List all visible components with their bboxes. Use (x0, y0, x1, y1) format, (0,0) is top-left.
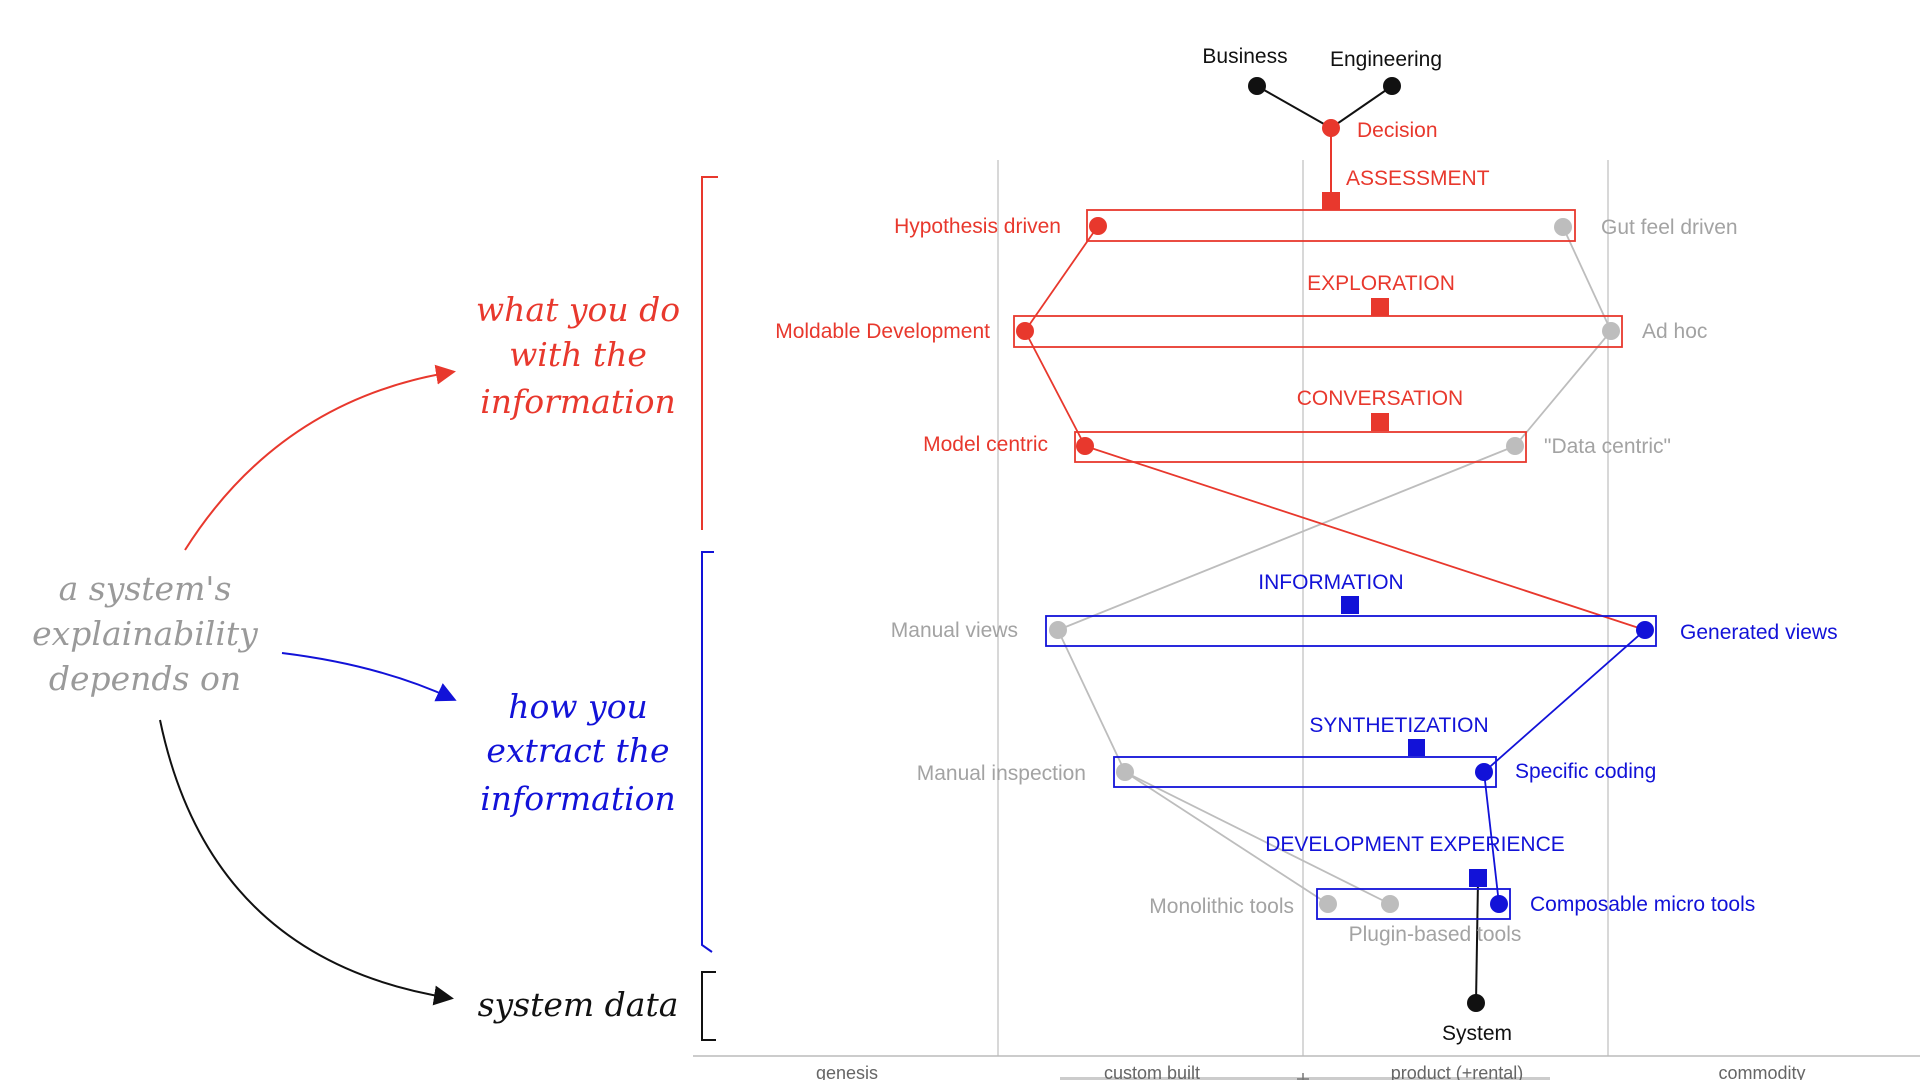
plugin-based-tools-node[interactable] (1381, 895, 1399, 913)
monolithic-tools-node[interactable] (1319, 895, 1337, 913)
manual-views-label: Manual views (891, 619, 1018, 642)
specific-coding-node[interactable] (1475, 763, 1493, 781)
axis-label-genesis: genesis (816, 1063, 878, 1080)
generated-views-label: Generated views (1680, 621, 1838, 644)
red-group-bracket (701, 176, 718, 530)
annotation-red-line-1: what you do (476, 290, 680, 329)
model-centric-label: Model centric (923, 433, 1048, 456)
arrow-to-blue-group (281, 652, 457, 702)
black-group-bracket (701, 971, 716, 1041)
gut-feel-driven-label: Gut feel driven (1601, 216, 1738, 239)
monolithic-tools-label: Monolithic tools (1149, 895, 1294, 918)
business-label: Business (1202, 45, 1287, 68)
section-information: INFORMATION Manual views Generated views (891, 571, 1838, 647)
engineering-node[interactable] (1383, 77, 1401, 95)
annotation-blue-line-1: how you (508, 687, 648, 726)
information-title: INFORMATION (1258, 571, 1403, 594)
annotation-black-line-1: system data (478, 985, 679, 1024)
annotation-center-line-2: explainability (32, 614, 258, 653)
blue-group-bracket (701, 551, 714, 953)
evolution-grid (693, 160, 1920, 1080)
axis-label-commodity: commodity (1718, 1063, 1805, 1080)
moldable-development-node[interactable] (1016, 322, 1034, 340)
ad-hoc-label: Ad hoc (1642, 320, 1707, 343)
system-link (1475, 879, 1479, 1004)
section-development-experience: DEVELOPMENT EXPERIENCE Monolithic tools … (1149, 833, 1755, 946)
development-experience-marker[interactable] (1469, 869, 1487, 887)
annotation-red-group: what you do with the information (476, 290, 680, 421)
conversation-range-box[interactable] (1074, 431, 1527, 463)
system-node-group: System (1442, 994, 1512, 1045)
conversation-title: CONVERSATION (1297, 387, 1463, 410)
annotation-blue-line-2: extract the (486, 731, 669, 770)
manual-inspection-label: Manual inspection (917, 762, 1086, 785)
conversation-marker[interactable] (1371, 413, 1389, 431)
section-exploration: EXPLORATION Moldable Development Ad hoc (775, 272, 1707, 348)
information-marker[interactable] (1341, 596, 1359, 614)
hypothesis-driven-label: Hypothesis driven (894, 215, 1061, 238)
annotation-blue-group: how you extract the information (480, 687, 676, 818)
section-conversation: CONVERSATION Model centric "Data centric… (923, 387, 1671, 463)
manual-inspection-node[interactable] (1116, 763, 1134, 781)
decision-tree: Business Engineering Decision (1202, 45, 1442, 200)
group-brackets (701, 176, 718, 1041)
synthetization-range-box[interactable] (1113, 756, 1497, 788)
data-centric-label: "Data centric" (1544, 435, 1671, 458)
gut-feel-driven-node[interactable] (1554, 218, 1572, 236)
exploration-title: EXPLORATION (1307, 272, 1455, 295)
development-experience-title: DEVELOPMENT EXPERIENCE (1265, 833, 1565, 856)
decision-label: Decision (1357, 119, 1438, 142)
exploration-marker[interactable] (1371, 298, 1389, 316)
composable-micro-tools-label: Composable micro tools (1530, 893, 1755, 916)
axis-label-product: product (+rental) (1391, 1063, 1524, 1080)
manual-views-node[interactable] (1049, 621, 1067, 639)
development-experience-range-box[interactable] (1316, 888, 1511, 920)
system-label: System (1442, 1022, 1512, 1045)
assessment-range-box[interactable] (1086, 209, 1576, 242)
plugin-based-tools-label: Plugin-based tools (1349, 923, 1522, 946)
moldable-development-label: Moldable Development (775, 320, 990, 343)
engineering-label: Engineering (1330, 48, 1442, 71)
information-range-box[interactable] (1045, 615, 1657, 647)
unselected-path-lines (1057, 226, 1612, 905)
system-node[interactable] (1467, 994, 1485, 1012)
section-assessment: ASSESSMENT Hypothesis driven Gut feel dr… (894, 167, 1738, 242)
data-centric-node[interactable] (1506, 437, 1524, 455)
arrow-to-red-group (184, 364, 456, 551)
hypothesis-driven-node[interactable] (1089, 217, 1107, 235)
annotation-center: a system's explainability depends on (32, 569, 258, 698)
arrow-to-black-group (159, 719, 454, 1006)
selected-path-blue (1483, 629, 1646, 905)
synthetization-marker[interactable] (1408, 739, 1425, 756)
assessment-title: ASSESSMENT (1346, 167, 1490, 190)
exploration-range-box[interactable] (1013, 315, 1623, 348)
decision-node[interactable] (1322, 119, 1340, 137)
annotation-center-line-1: a system's (59, 569, 232, 608)
annotation-red-line-3: information (480, 382, 676, 421)
evolution-axis-labels: genesis custom built product (+rental) c… (816, 1063, 1806, 1080)
generated-views-node[interactable] (1636, 621, 1654, 639)
annotation-arrows (159, 364, 457, 1006)
annotation-black-group: system data (478, 985, 679, 1024)
model-centric-node[interactable] (1076, 437, 1094, 455)
selected-path-red (1024, 225, 1646, 631)
ad-hoc-node[interactable] (1602, 322, 1620, 340)
composable-micro-tools-node[interactable] (1490, 895, 1508, 913)
business-node[interactable] (1248, 77, 1266, 95)
axis-label-custom-built: custom built (1104, 1063, 1200, 1080)
synthetization-title: SYNTHETIZATION (1309, 714, 1488, 737)
specific-coding-label: Specific coding (1515, 760, 1656, 783)
section-synthetization: SYNTHETIZATION Manual inspection Specifi… (917, 714, 1656, 788)
assessment-marker[interactable] (1322, 192, 1340, 210)
annotation-center-line-3: depends on (49, 659, 241, 698)
annotation-blue-line-3: information (480, 779, 676, 818)
annotation-red-line-2: with the (509, 335, 647, 374)
